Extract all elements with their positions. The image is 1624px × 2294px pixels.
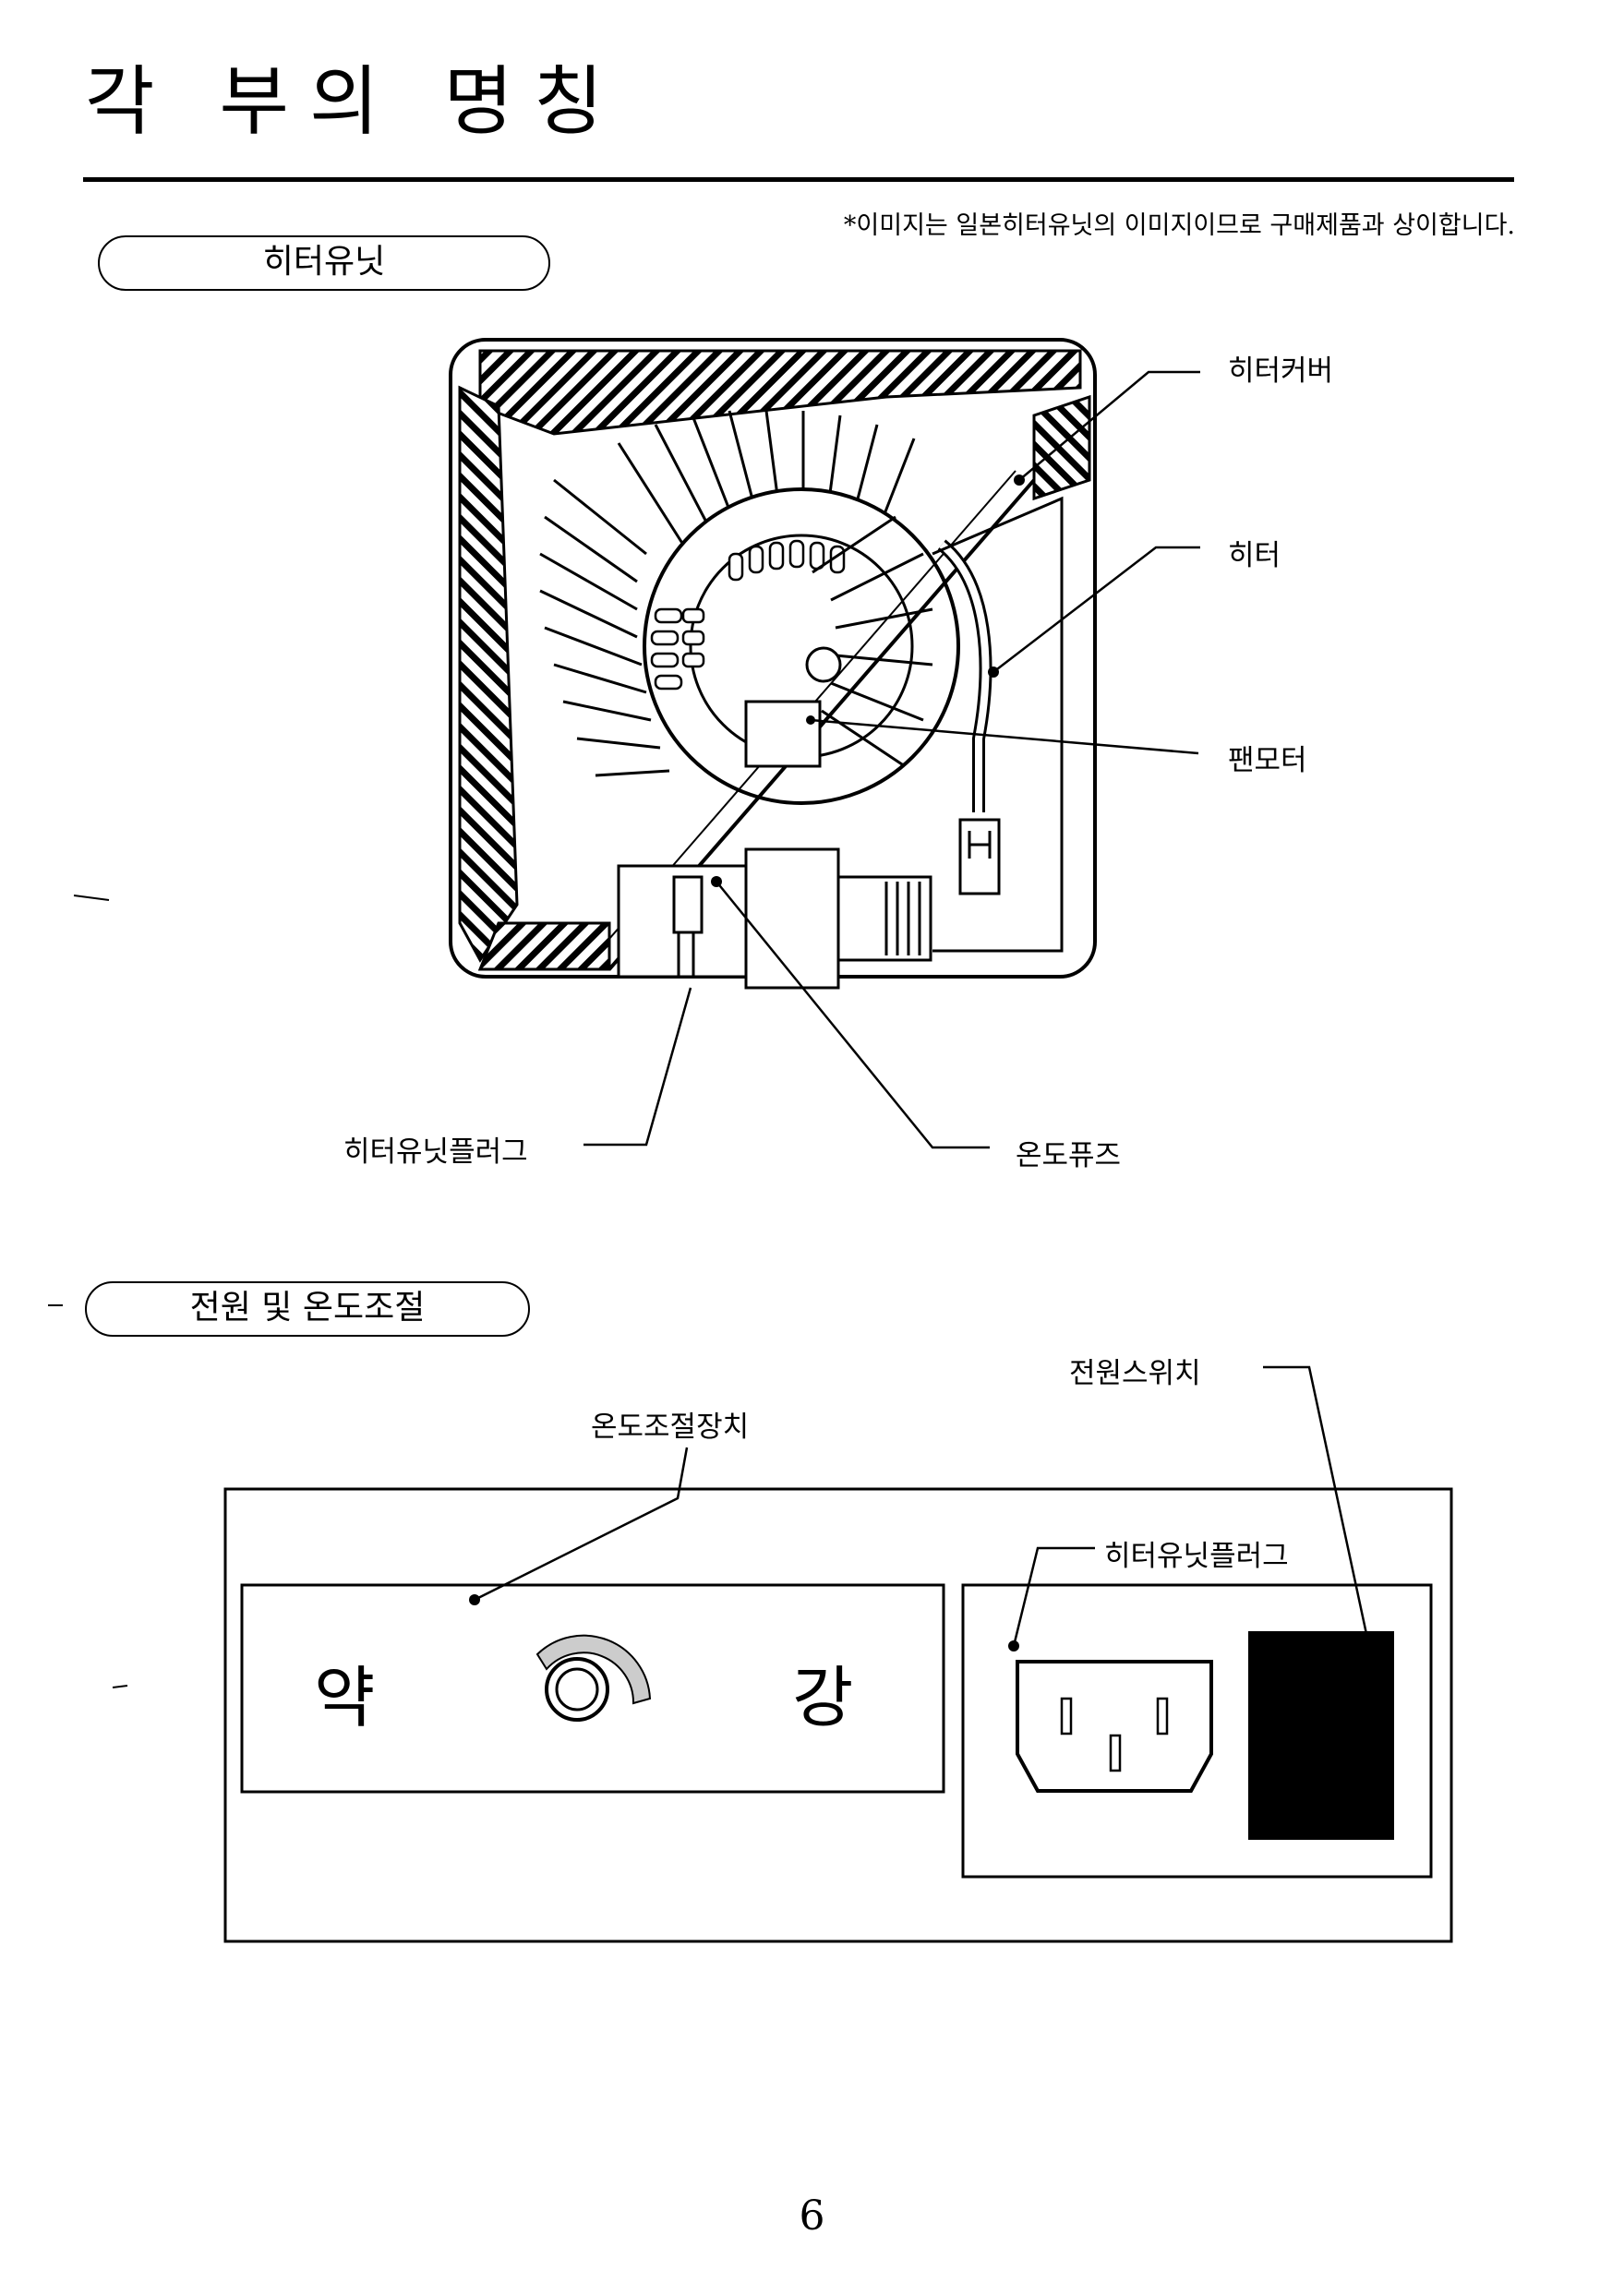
power-inlet-socket [1016,1660,1213,1793]
label-temp-controller: 온도조절장치 [591,1411,750,1444]
temperature-knob [545,1657,609,1722]
power-switch [1248,1631,1394,1840]
page-title: 각 부의 명칭 [85,58,624,146]
leader-lines-power [474,1365,1368,1647]
motor-hub [805,646,842,683]
label-weak: 약 [314,1659,376,1736]
label-fan-motor: 팬모터 [1228,744,1307,777]
knob-scale-arc [535,1634,652,1705]
hatched-grille-bottom [477,921,611,971]
radial-fins [539,410,916,777]
label-strong: 강 [792,1659,854,1736]
page-number: 6 [799,2192,825,2240]
leader-lines-heater [583,370,1200,1149]
fan-motor-body [744,700,822,768]
label-heater-unit-plug-panel: 히터유닛플러그 [1104,1540,1289,1573]
fan-vents [650,539,846,691]
image-disclaimer-note: *이미지는 일본히터유닛의 이미지이므로 구매제품과 상이합니다. [843,211,1515,240]
heater-connector [958,818,1001,895]
label-heater: 히터 [1228,539,1281,572]
hatched-grille-right [1032,394,1091,501]
fan-blades [812,515,933,768]
label-heater-unit-plug: 히터유닛플러그 [343,1135,528,1169]
section-heading-heater-unit: 히터유닛 [98,235,550,291]
label-thermal-fuse: 온도퓨즈 [1016,1139,1122,1172]
label-power-switch: 전원스위치 [1069,1357,1201,1390]
thermal-fuse-body [744,847,840,990]
section-heading-power-temp: 전원 및 온도조절 [85,1281,530,1337]
label-heater-cover: 히터커버 [1228,354,1334,388]
title-divider [83,177,1514,182]
